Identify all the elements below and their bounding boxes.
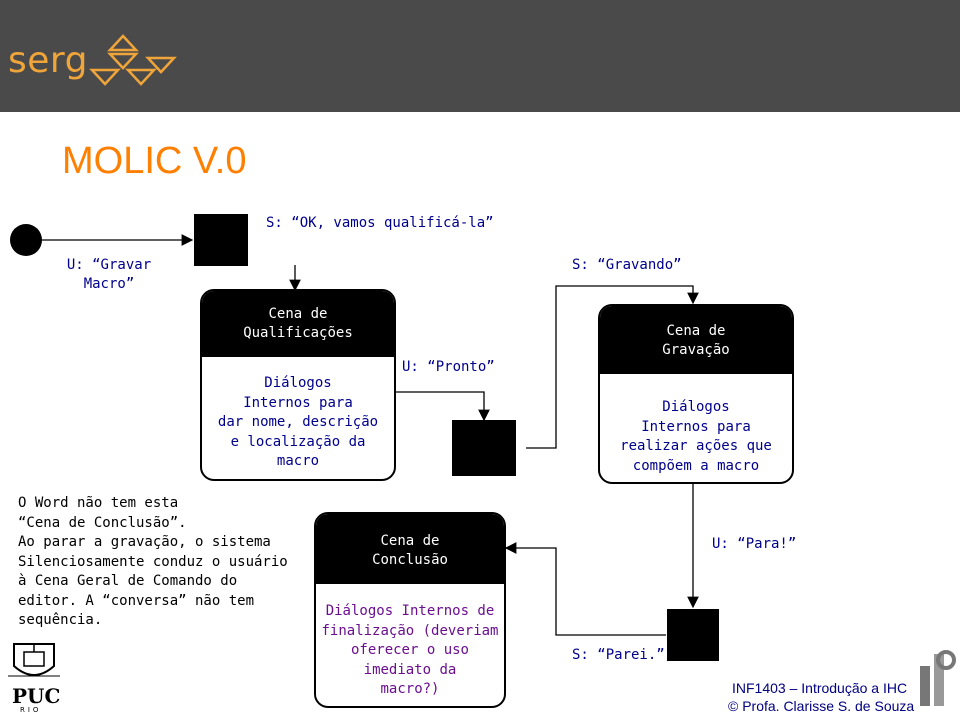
scene-title-line: Cena de: [380, 533, 440, 549]
scene-title-line: Cena de: [268, 306, 328, 322]
utterance-record-macro: U: “Gravar Macro”: [54, 256, 164, 294]
utterance-record-line1: U: “Gravar: [66, 257, 152, 273]
triangles-logo-icon: [89, 34, 177, 86]
scene-conclusao-body: Diálogos Internos de finalização (deveri…: [316, 584, 504, 700]
scene-qualificacoes: Cena de Qualificações Diálogos Internos …: [200, 289, 396, 481]
edge-pronto: [394, 391, 490, 422]
utterance-stopped: S: “Parei.”: [572, 647, 665, 663]
utterance-recording: S: “Gravando”: [572, 257, 682, 273]
scene-body-line: finalização (deveriam: [321, 622, 499, 639]
scene-body-line: dar nome, descrição: [217, 414, 379, 430]
scene-qualificacoes-title: Cena de Qualificações: [202, 291, 394, 357]
puc-logo-text: PUC: [12, 684, 61, 708]
utterance-stop: U: “Para!”: [712, 536, 797, 552]
start-node: [10, 224, 42, 256]
scene-gravacao: Cena de Gravação Diálogos Internos para …: [598, 304, 794, 484]
scene-title-line: Qualificações: [243, 325, 353, 341]
system-process-block-2: [452, 420, 516, 476]
slide-title: MOLIC V.0: [62, 140, 247, 182]
system-process-block-3: [667, 609, 719, 661]
scene-title-line: Cena de: [666, 323, 726, 339]
puc-logo-sub: RIO: [20, 706, 42, 714]
note-line: Silenciosamente conduz o usuário: [18, 553, 288, 570]
footer-course: INF1403 – Introdução a IHC: [732, 680, 908, 696]
edge-gravando: [526, 285, 699, 449]
scene-body-line: Internos para: [243, 394, 353, 411]
puc-crest-icon: [8, 643, 60, 677]
edge-parei: [504, 542, 666, 636]
scene-body-line: Diálogos Internos de: [325, 603, 495, 619]
scene-qualificacoes-body: Diálogos Internos para dar nome, descriç…: [202, 357, 394, 472]
note-line: “Cena de Conclusão”.: [18, 514, 187, 531]
utterance-qualify: S: “OK, vamos qualificá-la”: [266, 215, 494, 231]
scene-body-line: Internos para: [641, 418, 751, 435]
scene-body-line: e localização da: [230, 433, 366, 450]
scene-body-line: Diálogos: [264, 375, 332, 391]
footer-author: © Profa. Clarisse S. de Souza: [728, 698, 915, 714]
scene-gravacao-body: Diálogos Internos para realizar ações qu…: [600, 374, 792, 476]
scene-body-line: imediato da: [363, 661, 457, 678]
scene-body-line: oferecer o uso: [350, 642, 469, 658]
system-process-block-1: [194, 214, 248, 266]
scene-body-line: realizar ações que: [620, 438, 772, 454]
utterance-record-line2: Macro”: [83, 276, 135, 292]
note-line: sequência.: [18, 612, 103, 628]
header-band: serg: [0, 0, 960, 112]
utterance-ready: U: “Pronto”: [402, 359, 495, 375]
side-note: O Word não tem esta “Cena de Conclusão”.…: [18, 494, 288, 631]
scene-body-line: macro: [276, 453, 320, 469]
scene-body-line: Diálogos: [662, 399, 730, 415]
note-line: à Cena Geral de Comando do: [18, 573, 238, 589]
scene-body-line: compõem a macro: [632, 457, 760, 474]
scene-title-line: Conclusão: [372, 552, 448, 568]
department-logo-icon: [920, 650, 956, 706]
note-line: O Word não tem esta: [18, 495, 179, 511]
serg-logo-text: serg: [8, 40, 88, 81]
scene-title-line: Gravação: [662, 342, 730, 358]
scene-conclusao: Cena de Conclusão Diálogos Internos de f…: [314, 512, 506, 708]
note-line: editor. A “conversa” não tem: [18, 592, 255, 609]
scene-conclusao-title: Cena de Conclusão: [316, 514, 504, 584]
note-line: Ao parar a gravação, o sistema: [18, 534, 271, 550]
scene-gravacao-title: Cena de Gravação: [600, 306, 792, 374]
scene-body-line: macro?): [380, 681, 440, 697]
